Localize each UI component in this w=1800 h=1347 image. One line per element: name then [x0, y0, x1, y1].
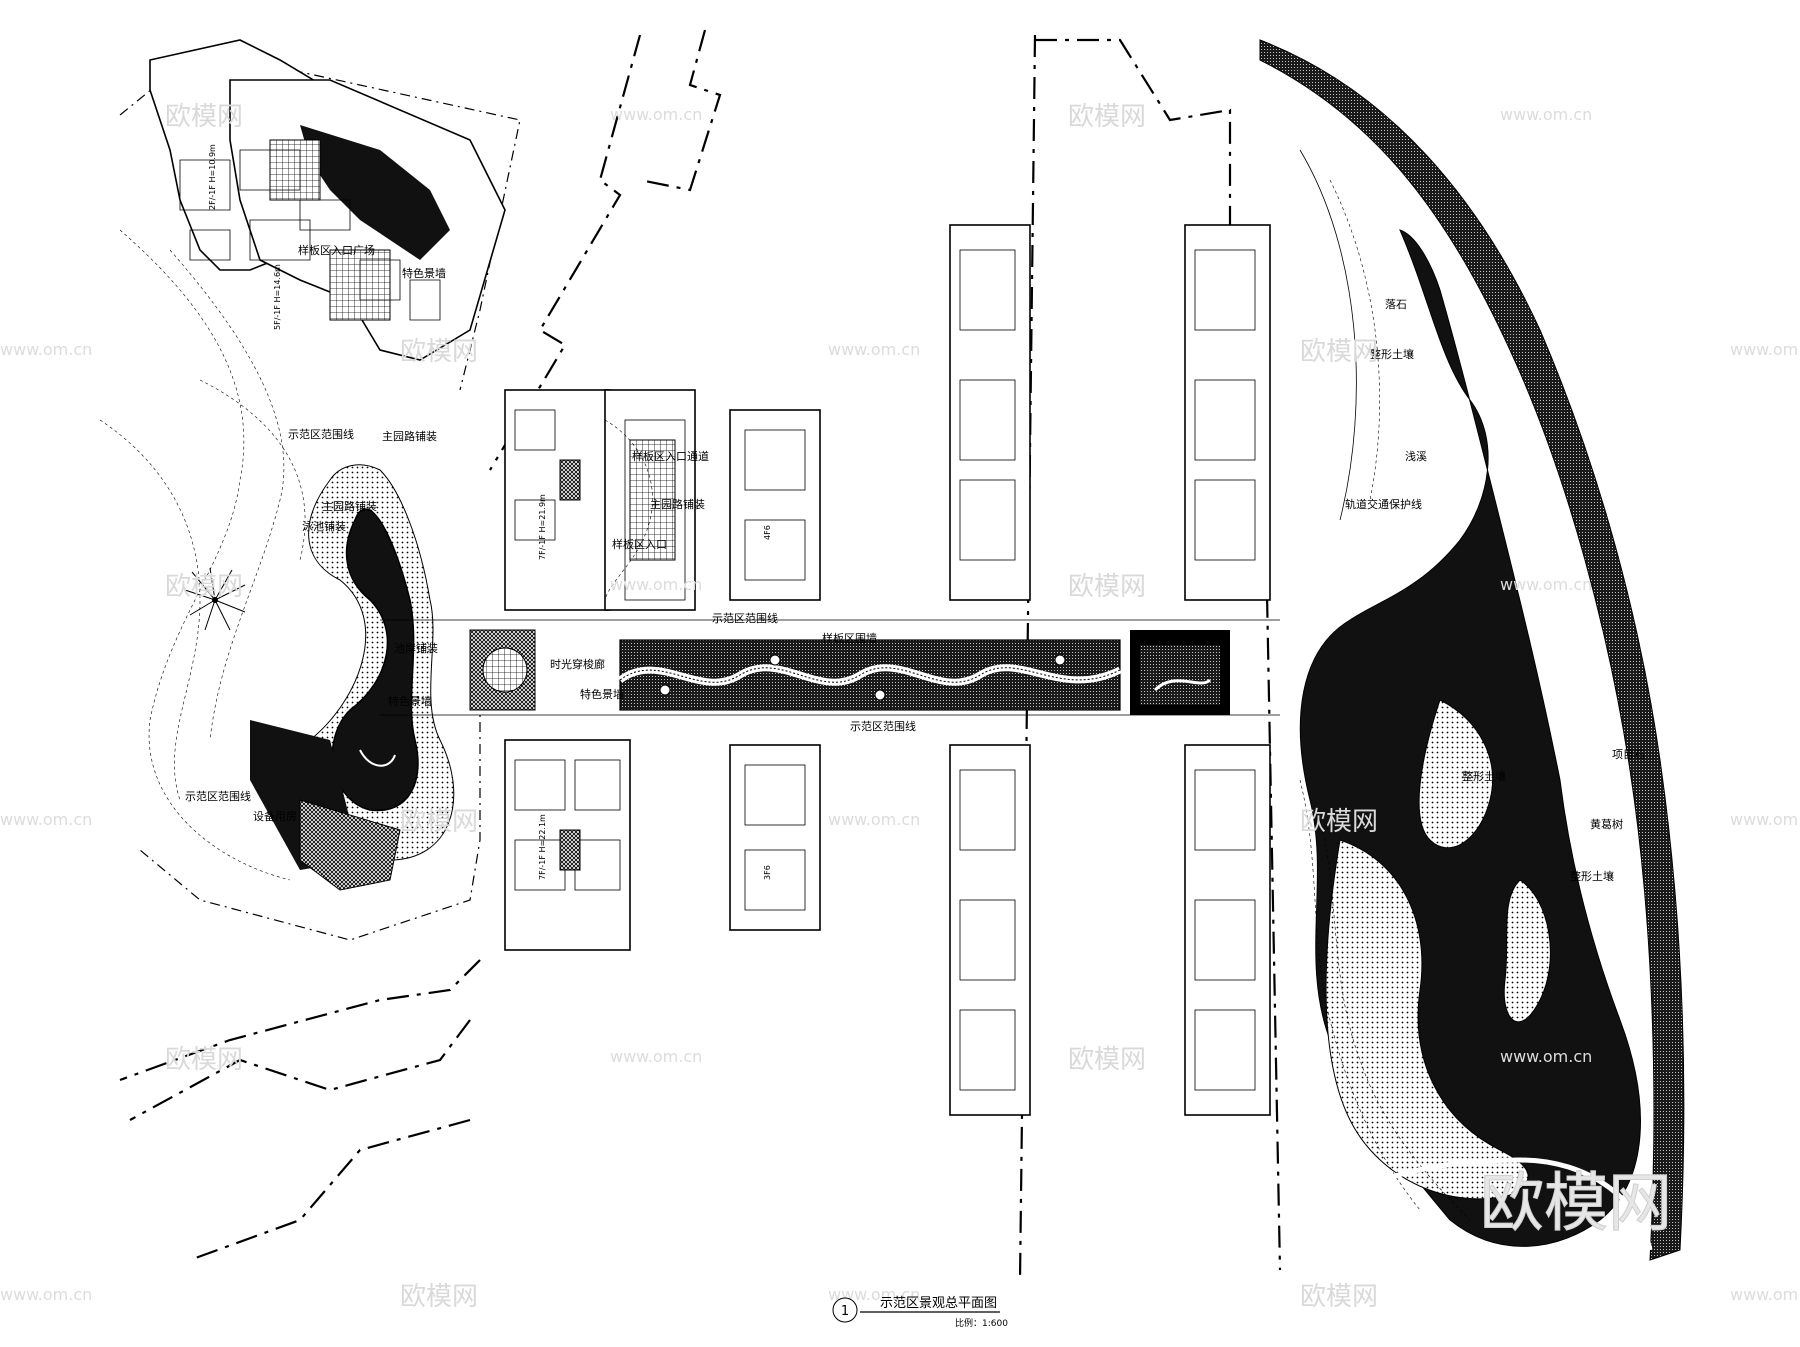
sales-center-cluster	[149, 39, 506, 361]
label-terrain-soil-2: 整形土壤	[1462, 769, 1506, 783]
watermark-url: www.om.cn	[0, 810, 92, 829]
tag-b4: 3F6	[763, 865, 772, 880]
label-shallow-stream: 浅溪	[1405, 450, 1427, 463]
tag-b3: 4F6	[763, 525, 772, 540]
time-corridor	[380, 619, 1280, 716]
watermark-url: www.om.cn	[610, 575, 702, 594]
tower-f	[1184, 744, 1271, 1116]
label-sample-entrance-plaza: 样板区入口广场	[298, 243, 375, 257]
tower-d	[729, 744, 821, 931]
title-block: 1 示范区景观总平面图 比例：1:600	[832, 1296, 1008, 1329]
label-pool-deck: 泳池铺装	[302, 519, 346, 533]
label-boundary-bottom: 示范区范围线	[850, 719, 916, 733]
tag-b2: 7F/-1F H=21.9m	[538, 494, 547, 560]
label-main-path: 主园路铺装	[382, 430, 437, 443]
drawing-scale: 比例：1:600	[955, 1317, 1008, 1329]
label-boundary-mid: 示范区范围线	[712, 611, 778, 625]
drawing-number: 1	[841, 1304, 849, 1319]
watermark-url: www.om.cn	[828, 810, 920, 829]
watermark-url: www.om.cn	[610, 1047, 702, 1066]
label-boundary-top: 示范区范围线	[288, 427, 354, 441]
label-ginkgo: 黄葛树	[1590, 817, 1623, 831]
watermark-url: www.om.cn	[1730, 810, 1800, 829]
label-boundary-left: 示范区范围线	[185, 789, 251, 803]
label-main-path-2: 主园路铺装	[322, 500, 377, 513]
watermark-brand: 欧模网	[1300, 807, 1378, 837]
tower-e	[949, 744, 1031, 1116]
tag-b5: 2F/-1F H=10.9m	[208, 144, 217, 210]
watermark-url: www.om.cn	[0, 1285, 92, 1304]
watermark-brand: 欧模网	[1300, 1282, 1378, 1312]
label-boulder: 项目石	[1612, 748, 1645, 761]
watermark-brand: 欧模网	[400, 807, 478, 837]
watermark-url: www.om.cn	[1500, 575, 1592, 594]
label-sample-entrance: 样板区入口通道	[632, 449, 709, 463]
watermark-url: www.om.cn	[1500, 105, 1592, 124]
drawing-number-circle	[832, 1297, 858, 1323]
label-sample-wall: 样板区围墙	[822, 631, 877, 645]
tower-c	[1184, 224, 1271, 601]
lower-entrance-building	[504, 739, 631, 951]
watermark-brand: 欧模网	[1068, 572, 1146, 602]
label-time-corridor: 时光穿梭廊	[550, 657, 605, 671]
watermark-big: 欧模网	[1480, 1167, 1672, 1241]
label-terrain-soil: 整形土壤	[1370, 347, 1414, 361]
watermark-brand: 欧模网	[165, 102, 243, 132]
watermark-brand: 欧模网	[400, 337, 478, 367]
tower-b	[949, 224, 1031, 601]
drawing-title: 示范区景观总平面图	[880, 1296, 997, 1311]
label-poolside-deck: 池岸铺装	[394, 642, 438, 655]
sample-entrance-block	[504, 389, 696, 611]
watermark-url: www.om.cn	[0, 340, 92, 359]
watermark-url: www.om.cn	[1500, 1047, 1592, 1066]
building-tags: 7F/-1F H=22.1m 7F/-1F H=21.9m 4F6 3F6 2F…	[208, 144, 772, 880]
watermarks: 欧模网 www.om.cn 欧模网 www.om.cn www.om.cn 欧模…	[0, 102, 1800, 1312]
label-feature-wall-3: 特色景墙	[580, 687, 624, 701]
tag-b6: 5F/-1F H=14.6m	[273, 264, 282, 330]
label-terrain-soil-3: 整形土壤	[1570, 869, 1614, 883]
watermark-url: www.om.cn	[828, 340, 920, 359]
water-garden	[1259, 39, 1685, 1261]
palm-tree-symbol	[184, 567, 246, 631]
label-sample-entrance-2: 样板区入口	[612, 537, 667, 551]
watermark-url: www.om.cn	[610, 105, 702, 124]
label-equipment-room: 设备用房	[253, 809, 297, 823]
plan-labels: 样板区入口广场 特色景墙 示范区范围线 主园路铺装 主园路铺装 泳池铺装 示范区…	[185, 243, 1645, 883]
watermark-brand: 欧模网	[1068, 102, 1146, 132]
tag-b1: 7F/-1F H=22.1m	[538, 814, 547, 880]
label-rail-protection: 轨道交通保护线	[1345, 497, 1422, 511]
watermark-brand: 欧模网	[1068, 1045, 1146, 1075]
watermark-brand: 欧模网	[400, 1282, 478, 1312]
watermark-brand: 欧模网	[165, 1045, 243, 1075]
watermark-brand: 欧模网	[165, 572, 243, 602]
pool-garden	[99, 229, 455, 891]
label-feature-wall: 特色景墙	[402, 266, 446, 280]
residential-buildings	[729, 224, 1271, 1116]
tower-a	[729, 409, 821, 601]
watermark-url: www.om.cn	[1730, 340, 1800, 359]
watermark-brand: 欧模网	[1300, 337, 1378, 367]
label-falling-stone: 落石	[1385, 298, 1407, 311]
watermark-url: www.om.cn	[1730, 1285, 1800, 1304]
label-main-path-3: 主园路铺装	[650, 498, 705, 511]
label-feature-wall-2: 特色景墙	[388, 694, 432, 708]
